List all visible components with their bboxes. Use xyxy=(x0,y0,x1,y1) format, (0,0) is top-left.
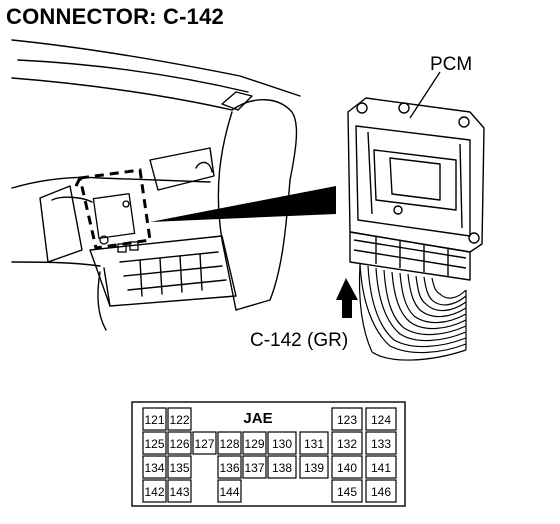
pin-cell: 126 xyxy=(167,431,192,455)
pin-box xyxy=(217,479,242,503)
pin-cell: 133 xyxy=(365,431,397,455)
connector-brand: JAE xyxy=(243,410,272,427)
pin-number: 134 xyxy=(144,461,164,475)
pin-box xyxy=(365,455,397,479)
pin-number: 139 xyxy=(304,461,324,475)
pin-box xyxy=(142,455,167,479)
pin-box xyxy=(142,431,167,455)
pin-cell: 139 xyxy=(299,455,329,479)
pin-box xyxy=(331,407,363,431)
pin-box xyxy=(331,455,363,479)
pin-cell: 123 xyxy=(331,407,363,431)
pin-number: 135 xyxy=(169,461,189,475)
pcm-label: PCM xyxy=(430,54,473,75)
pin-number: 121 xyxy=(144,413,164,427)
pin-box xyxy=(142,407,167,431)
pin-number: 137 xyxy=(244,461,264,475)
pin-cell: 144 xyxy=(217,479,242,503)
pin-number: 145 xyxy=(337,485,357,499)
pin-cell: 127 xyxy=(192,431,217,455)
pin-cell: 130 xyxy=(267,431,297,455)
pin-box xyxy=(242,431,267,455)
pin-cell: 146 xyxy=(365,479,397,503)
pin-box xyxy=(299,431,329,455)
pin-box xyxy=(331,431,363,455)
pin-box xyxy=(167,407,192,431)
pin-number: 136 xyxy=(219,461,239,475)
connector-label: C-142 (GR) xyxy=(250,330,349,351)
pin-box xyxy=(267,455,297,479)
pin-number: 122 xyxy=(169,413,189,427)
pin-box xyxy=(365,407,397,431)
pin-cell: 132 xyxy=(331,431,363,455)
pin-cell: 124 xyxy=(365,407,397,431)
pin-number: 144 xyxy=(219,485,239,499)
pin-cell: 125 xyxy=(142,431,167,455)
pin-number: 130 xyxy=(272,437,292,451)
pin-number: 142 xyxy=(144,485,164,499)
pin-number: 140 xyxy=(337,461,357,475)
pin-cell: 138 xyxy=(267,455,297,479)
pin-number: 138 xyxy=(272,461,292,475)
pin-box xyxy=(217,431,242,455)
pin-cell: 128 xyxy=(217,431,242,455)
pin-cell: 143 xyxy=(167,479,192,503)
pin-box xyxy=(299,455,329,479)
pin-cell: 129 xyxy=(242,431,267,455)
pcm-location-illustration xyxy=(11,39,485,361)
pin-box xyxy=(167,455,192,479)
pin-box xyxy=(267,431,297,455)
pin-number: 132 xyxy=(337,437,357,451)
pin-cell: 142 xyxy=(142,479,167,503)
pin-number: 131 xyxy=(304,437,324,451)
pin-cell: 136 xyxy=(217,455,242,479)
pin-number: 129 xyxy=(244,437,264,451)
pin-box xyxy=(192,431,217,455)
pin-number: 141 xyxy=(371,461,391,475)
pin-cell: 134 xyxy=(142,455,167,479)
pin-number: 143 xyxy=(169,485,189,499)
pin-cell: 135 xyxy=(167,455,192,479)
pin-number: 127 xyxy=(194,437,214,451)
pin-cell: 137 xyxy=(242,455,267,479)
pin-box xyxy=(331,479,363,503)
pin-cell: 140 xyxy=(331,455,363,479)
pin-number: 128 xyxy=(219,437,239,451)
pin-number: 133 xyxy=(371,437,391,451)
pin-cell: 131 xyxy=(299,431,329,455)
pin-number: 124 xyxy=(371,413,391,427)
pin-number: 126 xyxy=(169,437,189,451)
pin-box xyxy=(217,455,242,479)
pin-cell: 122 xyxy=(167,407,192,431)
pin-cell: 121 xyxy=(142,407,167,431)
pin-box xyxy=(242,455,267,479)
pin-number: 123 xyxy=(337,413,357,427)
pin-box xyxy=(167,479,192,503)
pin-cell: 141 xyxy=(365,455,397,479)
diagram-title: CONNECTOR: C-142 xyxy=(6,4,224,29)
pin-number: 125 xyxy=(144,437,164,451)
pin-box xyxy=(365,479,397,503)
pin-number: 146 xyxy=(371,485,391,499)
pin-box xyxy=(167,431,192,455)
pin-cell: 145 xyxy=(331,479,363,503)
pin-box xyxy=(142,479,167,503)
pin-box xyxy=(365,431,397,455)
